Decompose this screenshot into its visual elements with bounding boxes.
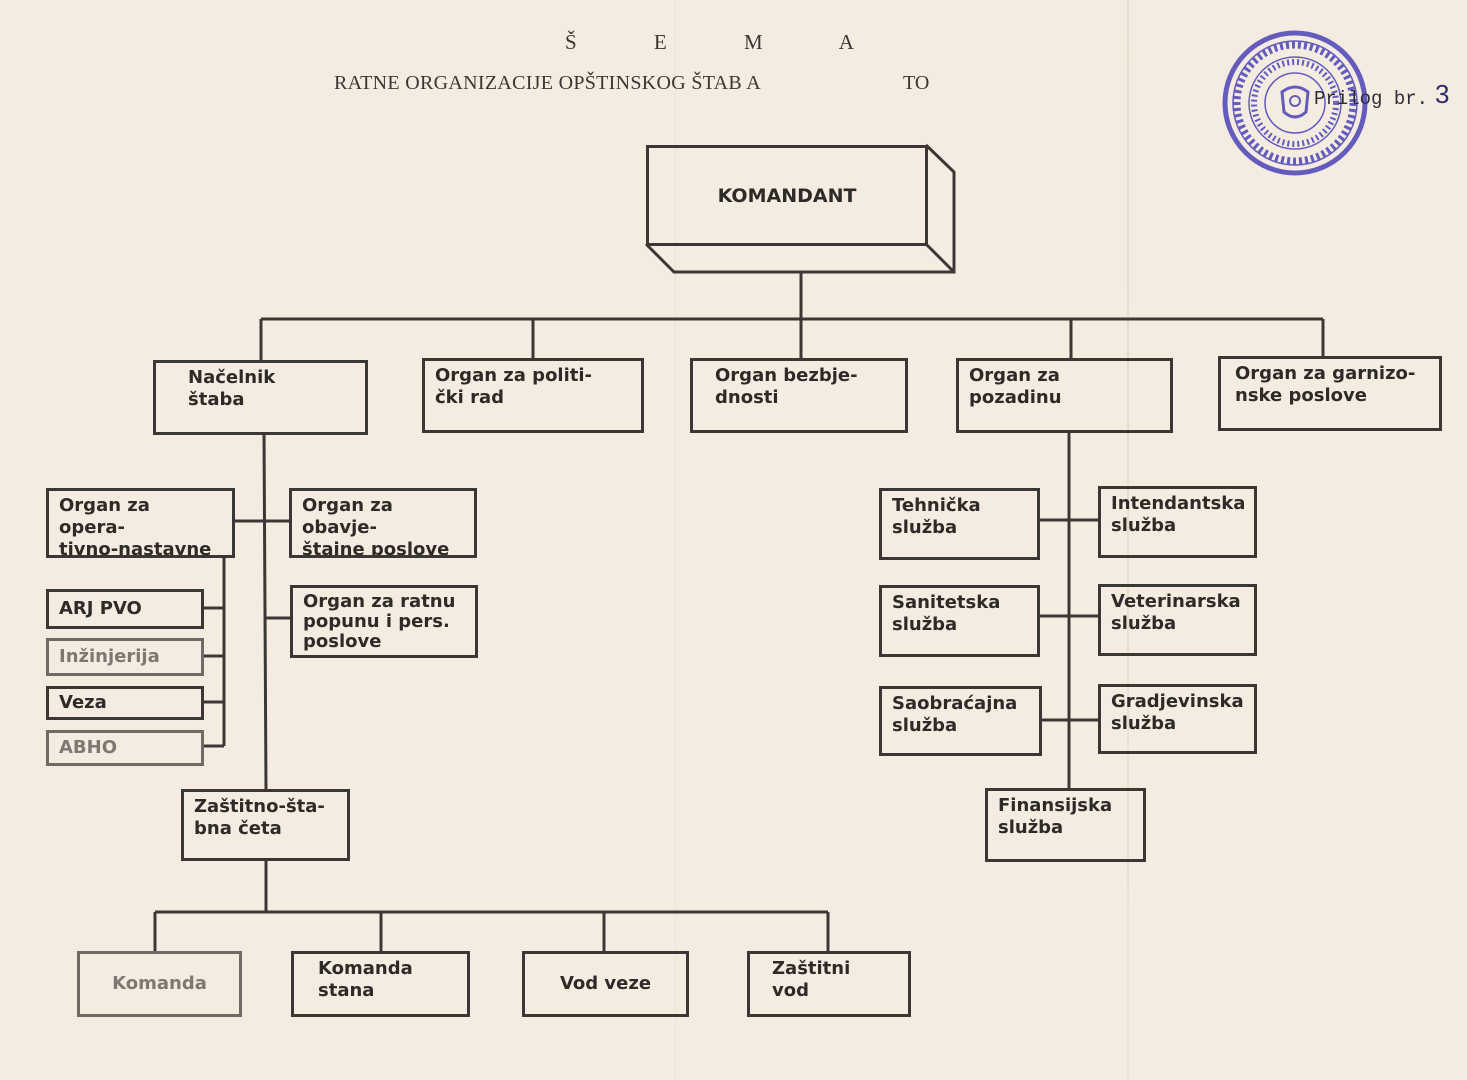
node-sanitetska-sluzba: Sanitetska služba [879,585,1040,657]
node-organ-obavjestajne-poslove: Organ za obavje- štajne poslove [289,488,477,558]
node-komanda-stana: Komanda stana [291,951,470,1017]
official-seal-stamp [1222,30,1368,176]
node-organ-bezbjednosti: Organ bezbje- dnosti [690,358,908,433]
node-saobracajna-sluzba: Saobraćajna služba [879,686,1042,756]
node-zastitno-stabna-ceta: Zaštitno-šta- bna četa [181,789,350,861]
attachment-label: Prilog br. [1314,88,1429,110]
node-veza: Veza [46,686,204,720]
node-komandant: KOMANDANT [646,145,928,246]
node-veterinarska-sluzba: Veterinarska služba [1098,584,1257,656]
node-organ-operativno-nastavne: Organ za opera- tivno-nastavne poslove [46,488,235,558]
node-finansijska-sluzba: Finansijska služba [985,788,1146,862]
node-nacelnik-staba: Načelnik štaba [153,360,368,435]
node-abho: ABHO [46,730,204,766]
page-title: Š E M A [565,30,890,54]
node-organ-ratnu-popunu: Organ za ratnu popunu i pers. poslove [290,585,478,658]
node-organ-politicki-rad: Organ za politi- čki rad [422,358,644,433]
node-gradjevinska-sluzba: Gradjevinska služba [1098,684,1257,754]
node-tehnicka-sluzba: Tehnička služba [879,488,1040,560]
node-zastitni-vod: Zaštitni vod [747,951,911,1017]
paper-fold [1127,0,1129,1080]
node-organ-garnizonske-poslove: Organ za garnizo- nske poslove [1218,356,1442,431]
page-subtitle-suffix: TO [903,72,930,94]
page-subtitle: RATNE ORGANIZACIJE OPŠTINSKOG ŠTAB A [334,72,762,94]
node-inzinjerija: Inžinjerija [46,638,204,676]
node-komanda: Komanda [77,951,242,1017]
node-arj-pvo: ARJ PVO [46,589,204,629]
attachment-number: 3 [1435,79,1450,109]
node-organ-pozadina: Organ za pozadinu [956,358,1173,433]
node-intendantska-sluzba: Intendantska služba [1098,486,1257,558]
paper-fold [675,0,676,1080]
node-vod-veze: Vod veze [522,951,689,1017]
